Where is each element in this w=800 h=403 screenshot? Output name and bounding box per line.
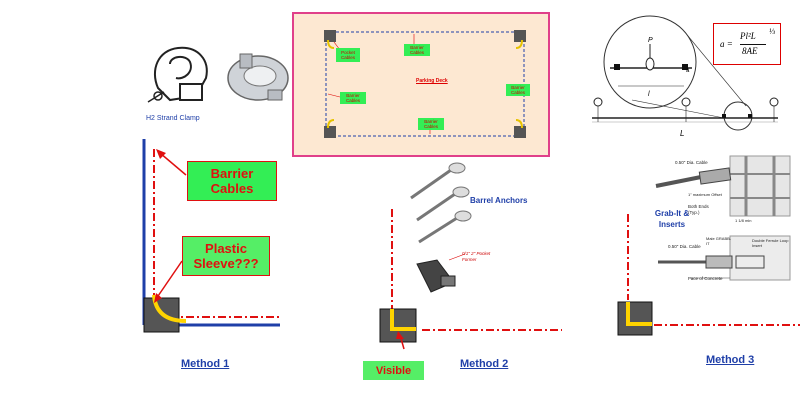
barrel-anchors-illustration [410,162,472,293]
formula-denominator: 8AE [742,46,758,56]
ref-label: a [686,68,690,74]
parking-deck-label: Parking Deck [416,78,448,84]
method1-diagram [142,139,280,333]
both-ends-label: Both Ends (Typ.) [688,204,709,215]
cable-top-label: 0.50" Dia. Cable [675,160,708,165]
deflection-formula-box: a = Pl²L 8AE ⅓ [713,23,781,65]
ferrule-label: Double Ferrule Loop Insert [752,238,789,248]
large-span-label: L [680,129,684,138]
method3-label: Method 3 [706,354,755,366]
barrier-cables-label: Barrier Cables [187,161,277,201]
load-label: P [648,37,653,44]
barrel-anchors-label: Barrel Anchors [470,196,528,205]
pocket-former-label: 0/1" 2" Pocket Former [462,251,491,262]
beam-deflection-diagram: P l a L [592,15,779,138]
grab-it-label: Grab-It & Inserts [654,209,690,229]
method2-diagram [379,209,562,350]
method1-label: Method 1 [181,358,230,370]
parking-tag: Barrier Cables [418,118,444,130]
male-grabbit-label: Male GRABB-IT [706,236,732,246]
plastic-sleeve-label: Plastic Sleeve??? [182,236,270,276]
grab-it-illustration [655,155,791,281]
dim-label: 1 1/8 min [735,218,752,223]
formula-numerator: Pl²L [740,31,756,41]
visible-label: Visible [363,361,424,380]
formula-lhs: a = [720,39,733,49]
cable-bottom-label: 0.50" Dia. Cable [668,244,701,249]
formula-exponent: ⅓ [769,27,775,36]
parking-tag: Barrier Cables [506,84,530,96]
parking-tag: Barrier Cables [340,92,366,104]
parking-tag: Pocket Cables [336,48,360,62]
max-offset-label: 1" maximum Offset [688,192,722,197]
face-concrete-label: Face of Concrete [688,276,723,281]
parking-tag: Barrier Cables [404,44,430,56]
method3-diagram [617,214,800,336]
clamp-caption: H2 Strand Clamp [146,115,200,122]
small-span-label: l [648,91,650,98]
parking-deck-panel: Pocket Cables Barrier Cables Barrier Cab… [292,12,550,157]
method2-label: Method 2 [460,358,509,370]
strand-clamp-illustration [147,46,289,103]
